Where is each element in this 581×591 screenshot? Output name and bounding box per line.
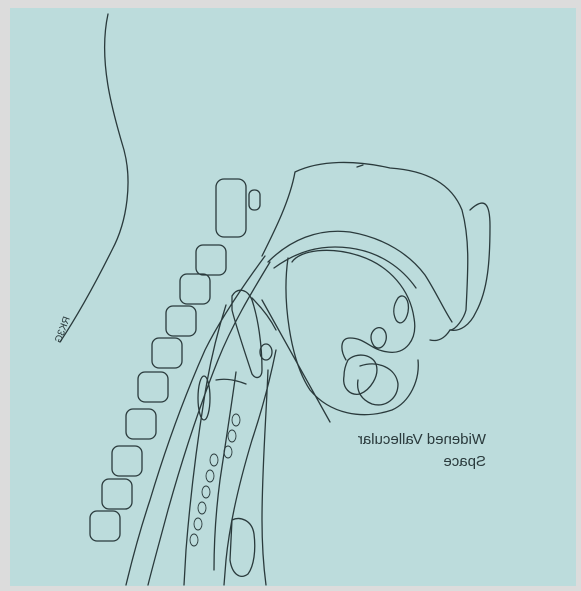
vertebra (152, 338, 182, 368)
vertebra (180, 274, 210, 304)
skull-base-outline (262, 162, 468, 330)
tracheal-ring (228, 430, 236, 442)
label-widened-vallecular: Widened Vallecular (358, 431, 486, 448)
tooth-upper (394, 296, 409, 323)
tracheal-ring (198, 502, 206, 514)
tracheal-ring (232, 414, 240, 426)
upper-lip (450, 203, 490, 330)
margin-scribble: RK3G (53, 315, 73, 345)
vertebra (102, 479, 132, 509)
hyoid (344, 355, 377, 394)
tracheal-ring (194, 518, 202, 530)
label-group: Widened Vallecular Space (358, 431, 486, 470)
vertebra (196, 245, 226, 275)
dens (249, 190, 260, 210)
vertebra (166, 306, 196, 336)
vertebra (138, 372, 168, 402)
vertebra (126, 409, 156, 439)
chin-curve (430, 330, 450, 341)
palate-line (268, 231, 452, 322)
airway-anterior (224, 350, 276, 585)
label-space: Space (443, 453, 486, 470)
palate-inner-line (274, 247, 416, 288)
label-pointer-line (262, 300, 330, 422)
vertebra (216, 179, 246, 237)
head-mark (357, 165, 363, 167)
vertebra (90, 511, 120, 541)
mandible-symphysis (358, 364, 398, 405)
larynx-outline (214, 372, 236, 570)
vertebra (112, 446, 142, 476)
vocal-cord (216, 379, 246, 384)
tracheal-ring (210, 454, 218, 466)
tracheal-ring (206, 470, 214, 482)
tracheal-ring (202, 486, 210, 498)
tooth-mid (371, 328, 386, 348)
tracheal-ring (190, 534, 198, 546)
tracheal-ring (224, 446, 232, 458)
neck-skin-outline (60, 14, 128, 342)
thyroid-cartilage (230, 519, 255, 577)
